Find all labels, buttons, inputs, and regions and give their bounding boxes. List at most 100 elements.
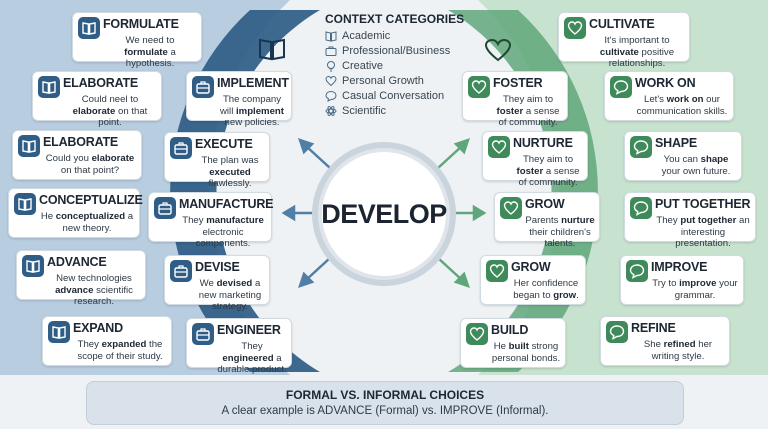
heart-icon	[486, 260, 508, 282]
card-title: CONCEPTUALIZE	[39, 193, 143, 207]
example-pre: They	[656, 215, 681, 226]
speech-bubble-icon	[606, 321, 628, 343]
example-keyword: conceptualized	[55, 211, 126, 222]
category-label: Casual Conversation	[342, 89, 445, 102]
book-icon	[18, 135, 40, 157]
card-title: FOSTER	[493, 76, 543, 90]
example-pre: Parents	[525, 215, 562, 226]
category-personal-growth: Personal Growth	[325, 73, 485, 88]
card-title: NURTURE	[513, 136, 573, 150]
example-keyword: refined	[663, 339, 696, 350]
card-example: Try to improve your grammar.	[651, 278, 739, 301]
example-pre: He	[493, 341, 509, 352]
example-keyword: executed	[209, 166, 251, 178]
book-icon	[22, 255, 44, 277]
book-icon	[325, 30, 337, 42]
example-pre: The company will	[220, 94, 282, 117]
example-keyword: implement	[236, 105, 284, 117]
lightbulb-icon	[327, 60, 335, 71]
word-card-execute: EXECUTE The plan was executed flawlessly.	[164, 132, 270, 189]
category-label: Scientific	[342, 104, 387, 117]
card-example: You can shape your own future.	[655, 154, 737, 177]
book-icon	[48, 321, 70, 343]
card-example: They put together an interesting present…	[655, 215, 751, 250]
atom-icon	[325, 105, 337, 116]
heart-icon	[468, 76, 490, 98]
card-title: PUT TOGETHER	[655, 197, 751, 211]
example-keyword: elaborate	[91, 153, 135, 164]
example-post: a sense of community.	[498, 105, 560, 129]
briefcase-icon	[192, 76, 214, 98]
arrows	[281, 138, 331, 288]
word-card-improve: IMPROVE Try to improve your grammar.	[620, 255, 744, 305]
card-title: GROW	[525, 197, 565, 211]
category-academic: Academic	[325, 28, 485, 43]
word-card-advance: ADVANCE New technologies advance scientif…	[16, 250, 146, 307]
example-keyword: advance	[55, 284, 94, 296]
center-label: DEVELOP	[321, 198, 447, 229]
example-post: on that point?	[60, 164, 120, 176]
footer-text: A clear example is ADVANCE (Formal) vs. …	[221, 405, 549, 417]
card-title: FORMULATE	[103, 17, 179, 31]
example-keyword: devised	[216, 278, 253, 289]
card-title: EXECUTE	[195, 137, 253, 151]
card-title: WORK ON	[635, 76, 696, 90]
example-keyword: work on	[666, 94, 704, 105]
card-example: Could you elaborate on that point?	[43, 153, 137, 176]
arrows-right	[437, 138, 487, 288]
card-title: MANUFACTURE	[179, 197, 274, 211]
example-post: .	[576, 289, 579, 301]
card-example: They aim to foster a sense of community.	[513, 154, 583, 189]
category-label: Creative	[342, 59, 383, 72]
example-keyword: formulate	[124, 46, 168, 58]
example-pre: Try to	[652, 278, 680, 289]
example-post: their children's talents.	[529, 226, 591, 250]
book-icon	[38, 76, 60, 98]
briefcase-icon	[192, 323, 214, 345]
example-post: strong personal bonds.	[491, 341, 561, 364]
card-example: He conceptualized a new theory.	[39, 211, 135, 234]
card-title: ENGINEER	[217, 323, 281, 337]
card-example: New technologies advance scientific rese…	[47, 273, 141, 308]
example-post: scientific research.	[74, 284, 133, 308]
card-example: The plan was executed flawlessly.	[195, 155, 265, 190]
example-pre: Could neel to	[81, 94, 139, 105]
card-example: We devised a new marketing strategy.	[195, 278, 265, 313]
category-scientific: Scientific	[325, 103, 485, 118]
card-title: ADVANCE	[47, 255, 107, 269]
word-card-conceptualize: CONCEPTUALIZE He conceptualized a new the…	[8, 188, 143, 238]
speech-bubble-icon	[325, 90, 337, 102]
example-pre: It's important to	[604, 35, 670, 46]
heart-icon	[484, 38, 512, 62]
heart-icon	[466, 323, 488, 345]
example-pre: He	[40, 211, 56, 222]
example-pre: They	[77, 339, 102, 350]
example-post: your grammar.	[674, 278, 738, 301]
card-title: GROW	[511, 260, 551, 274]
example-keyword: engineered	[222, 352, 274, 364]
card-example: Her confidence began to grow.	[511, 278, 581, 301]
card-title: CULTIVATE	[589, 17, 655, 31]
card-title: IMPROVE	[651, 260, 708, 274]
category-creative: Creative	[325, 58, 485, 73]
example-post: electronic components.	[195, 226, 251, 250]
example-pre: They	[241, 341, 263, 352]
center-circle: DEVELOP	[318, 148, 450, 280]
card-example: They aim to foster a sense of community.	[493, 94, 563, 129]
example-keyword: shape	[700, 154, 729, 165]
category-label: Academic	[342, 29, 391, 42]
example-post: positive relationships.	[608, 46, 675, 70]
word-card-grow: GROW Her confidence began to grow.	[480, 255, 586, 305]
example-post: a new marketing strategy.	[198, 278, 262, 312]
category-casual: Casual Conversation	[325, 88, 485, 103]
